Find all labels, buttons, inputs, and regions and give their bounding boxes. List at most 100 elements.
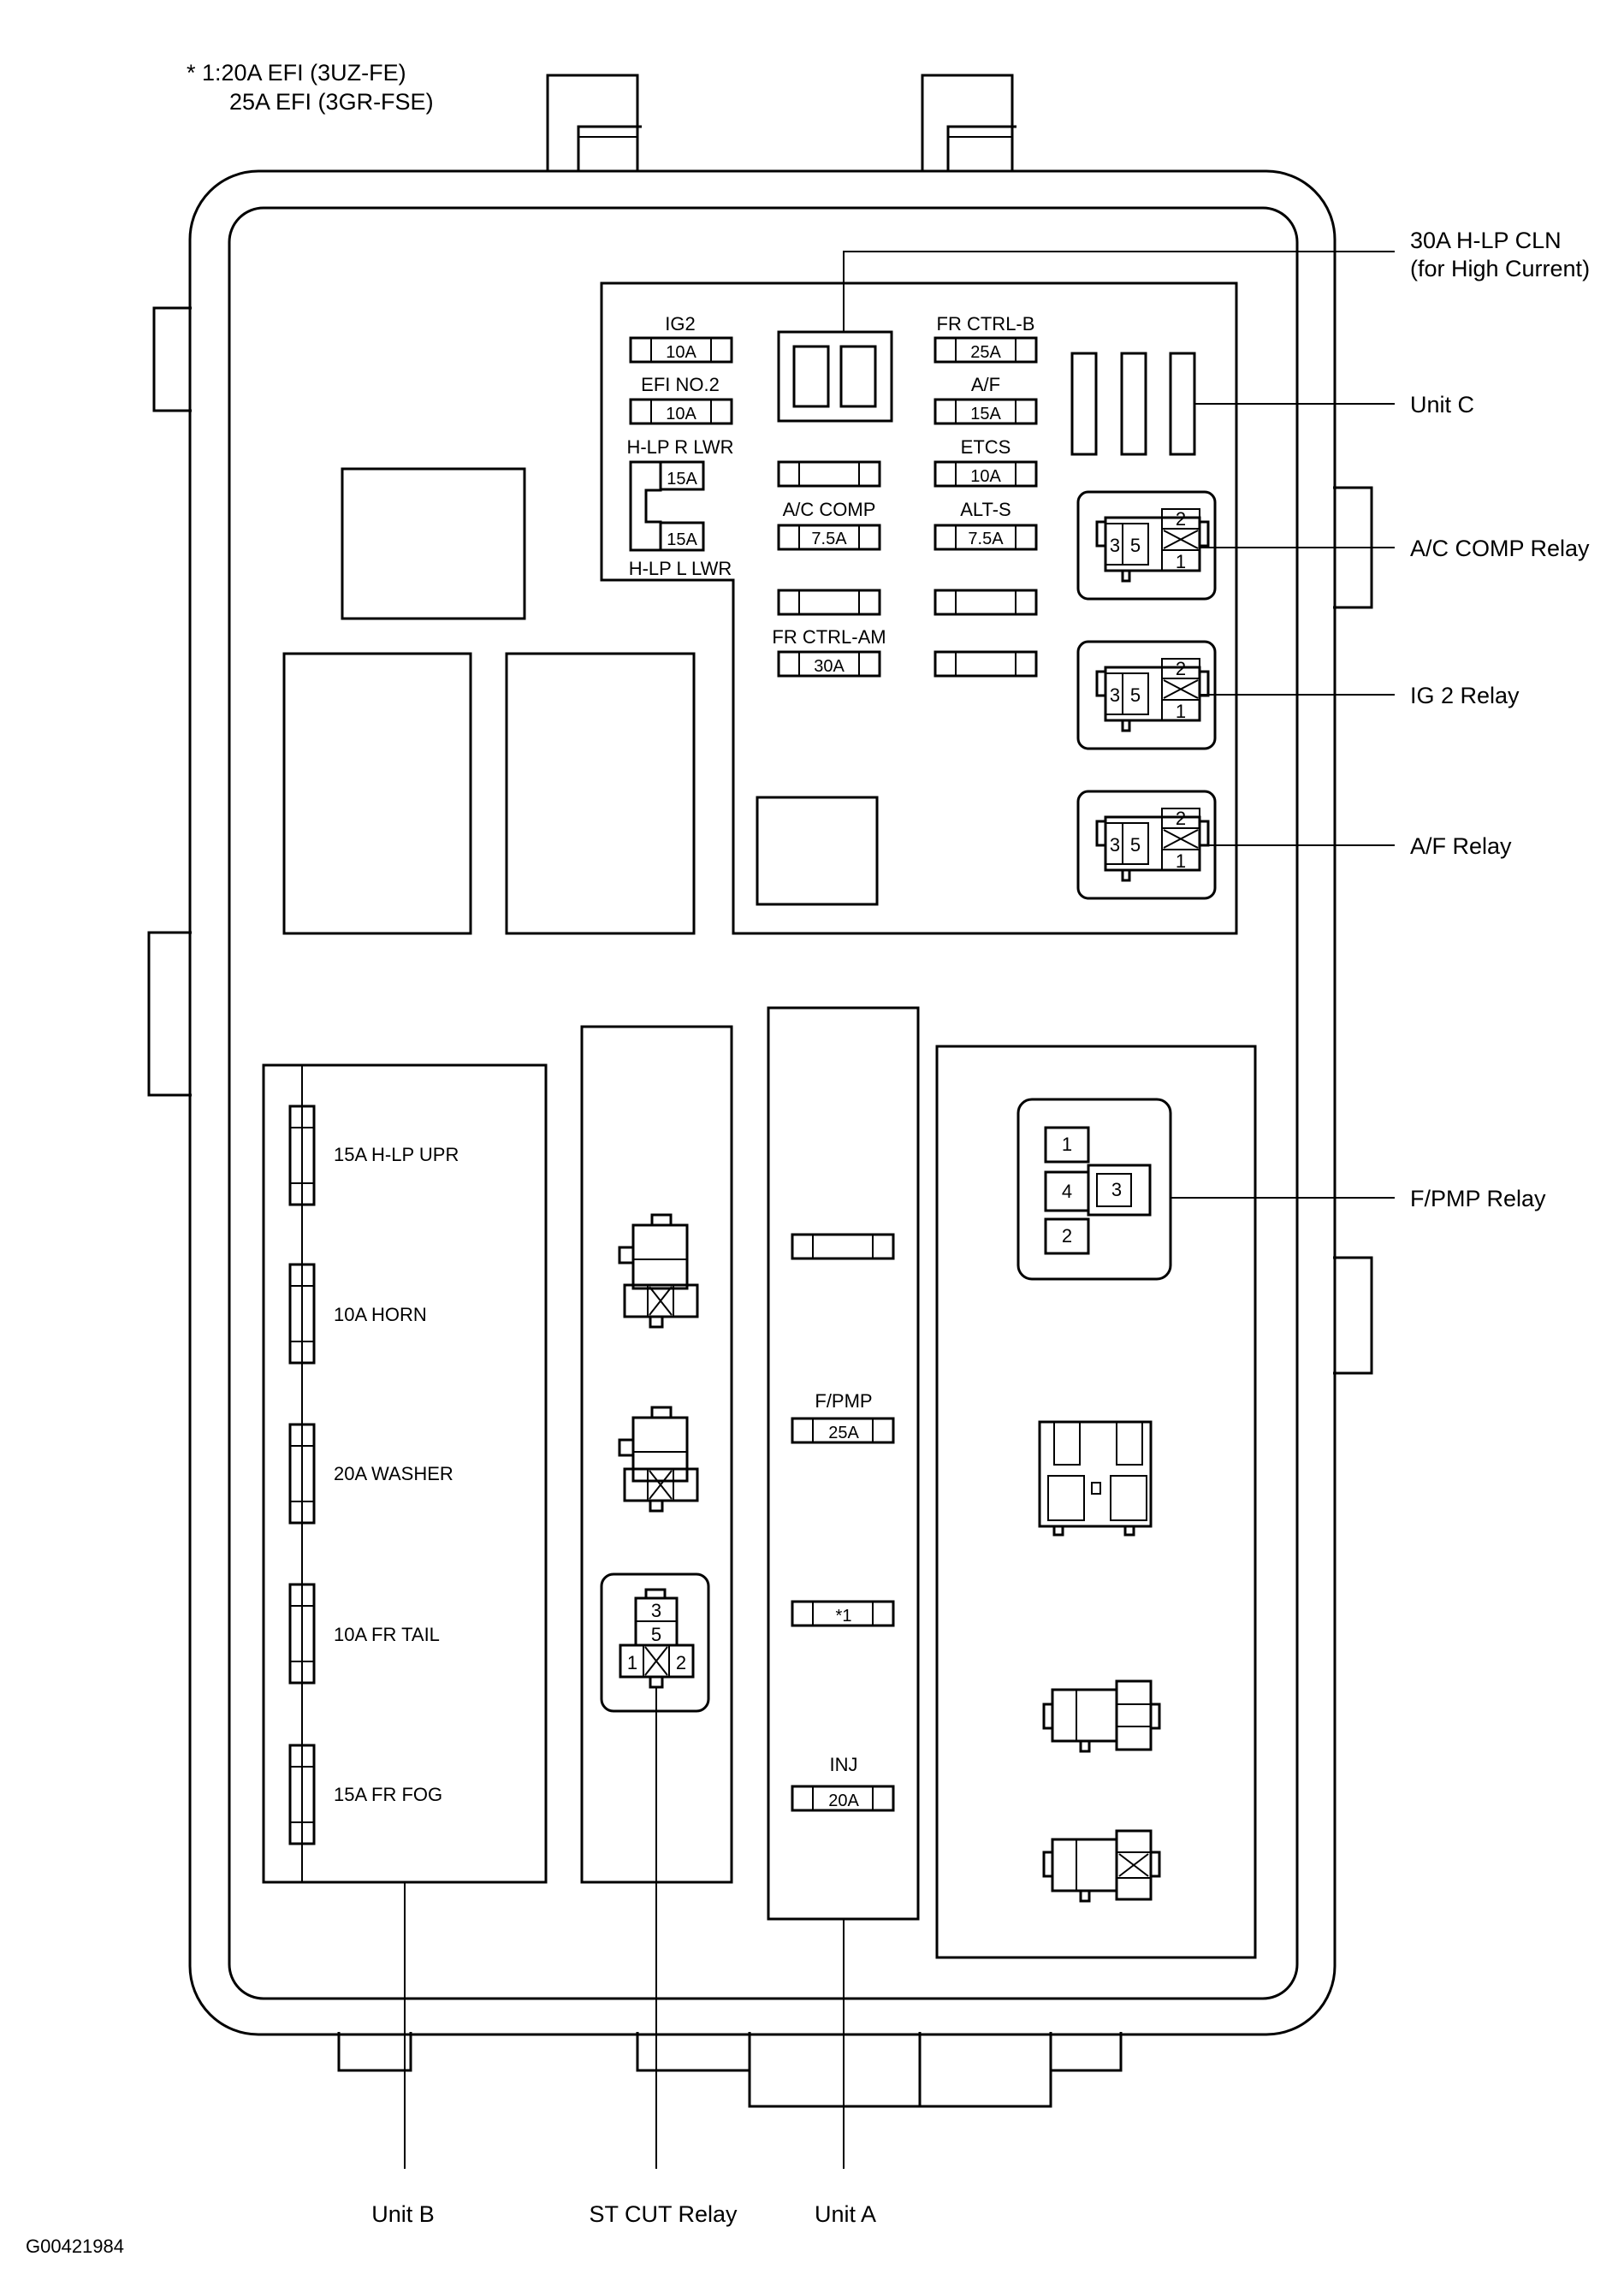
figure-id: G00421984: [26, 2236, 124, 2257]
unit-c-tall-fuses: [1070, 352, 1196, 456]
relay-st-cut: 3 5 1 2: [600, 1572, 710, 1713]
fuse-hlp-l-lwr-rating: 15A: [667, 530, 697, 549]
relay-ig2: 3 5 2 1: [1076, 640, 1217, 750]
housing-inner: [228, 206, 1299, 2000]
callout-ig2-relay: IG 2 Relay: [1410, 683, 1520, 708]
fuse-ig2: IG2 10A: [629, 313, 733, 364]
fuse-ac-comp-name: A/C COMP: [783, 499, 876, 520]
fuse-fr-ctrl-am: FR CTRL-AM 30A: [772, 626, 886, 678]
pin-label: 4: [1062, 1181, 1072, 1202]
note-line-2: 25A EFI (3GR-FSE): [229, 89, 434, 115]
pin-label: 2: [1176, 808, 1186, 829]
pin-label: 3: [1111, 1179, 1122, 1200]
fuse-ac-comp: A/C COMP 7.5A: [777, 499, 881, 551]
unit-a-fuse-efi: *1: [791, 1600, 895, 1627]
pin-label: 2: [1176, 508, 1186, 530]
blank-square-unit-c: [756, 796, 879, 906]
bottom-tab-center: [636, 2032, 1123, 2108]
blank-block-top: [341, 467, 526, 620]
relay-ac-comp: 3 5 2 1: [1076, 490, 1217, 601]
unit-c-panel: [600, 281, 1238, 935]
fuse-hlp-r-lwr-rating: 15A: [667, 470, 697, 489]
fuse-efi-no2: EFI NO.2 10A: [629, 374, 733, 425]
fuse-fr-ctrl-am-name: FR CTRL-AM: [772, 626, 886, 648]
left-tab-lower: [147, 931, 192, 1097]
fuse-efi-no2-rating: 10A: [666, 405, 696, 423]
fuse-efi-no2-name: EFI NO.2: [641, 374, 720, 395]
unit-a-fuse-inj: INJ 20A: [791, 1754, 895, 1812]
pin-label: 2: [1176, 658, 1186, 679]
fuse-fr-ctrl-b: FR CTRL-B 25A: [934, 313, 1038, 364]
fuse-blank-right-1: [934, 589, 1038, 616]
relay-socket-right-1: [1038, 1420, 1153, 1537]
callout-af-relay: A/F Relay: [1410, 833, 1512, 859]
pin-label: 3: [1110, 684, 1120, 706]
callout-fpmp-relay: F/PMP Relay: [1410, 1186, 1546, 1211]
left-tab-upper: [152, 306, 192, 412]
relay-socket-st-column-1: [618, 1213, 699, 1329]
pin-label: 1: [627, 1652, 637, 1673]
fuse-hlp-r-lwr-name: H-LP R LWR: [626, 436, 733, 458]
unit-a-fuse-inj-name: INJ: [830, 1754, 858, 1775]
fuse-fr-ctrl-b-rating: 25A: [970, 343, 1001, 362]
relay-socket-right-3: [1042, 1829, 1161, 1903]
blank-block-left: [282, 652, 472, 935]
fuse-blank-center-1: [777, 460, 881, 488]
callout-unit-a: Unit A: [815, 2201, 876, 2227]
top-tab-right: [921, 74, 1016, 171]
fuse-ig2-name: IG2: [665, 313, 695, 335]
unit-b-fuse-5: 15A FR FOG: [288, 1744, 442, 1845]
leader-hlp-cln: [843, 251, 1395, 332]
pin-label: 3: [651, 1600, 661, 1621]
pin-label: 5: [651, 1624, 661, 1645]
pin-label: 5: [1130, 535, 1141, 556]
fuse-blank-center-2: [777, 589, 881, 616]
blank-block-right: [505, 652, 696, 935]
unit-b-fuse-1-label: 15A H-LP UPR: [334, 1144, 459, 1165]
unit-b-fuse-1: 15A H-LP UPR: [288, 1105, 459, 1206]
callout-unit-c: Unit C: [1410, 392, 1474, 418]
callout-unit-b: Unit B: [371, 2201, 435, 2227]
fuse-etcs-name: ETCS: [961, 436, 1011, 458]
fuse-ig2-rating: 10A: [666, 343, 696, 362]
pin-label: 3: [1110, 834, 1120, 856]
relay-fpmp: 1 4 3 2: [1016, 1098, 1172, 1281]
pin-label: 5: [1130, 834, 1141, 856]
pin-label: 1: [1176, 850, 1186, 872]
pin-label: 1: [1176, 551, 1186, 572]
top-tab-left: [546, 74, 642, 171]
unit-a-fuse-efi-rating: *1: [836, 1607, 852, 1626]
fuse-etcs-rating: 10A: [970, 467, 1001, 486]
bottom-tab-center-divider: [748, 2032, 1052, 2106]
fuse-fr-ctrl-am-rating: 30A: [814, 657, 845, 676]
unit-b-fuse-4: 10A FR TAIL: [288, 1583, 440, 1685]
fuse-blank-right-2: [934, 650, 1038, 678]
callout-ac-comp-relay: A/C COMP Relay: [1410, 536, 1590, 561]
pin-label: 1: [1176, 701, 1186, 722]
fuse-af: A/F 15A: [934, 374, 1038, 425]
fuse-etcs: ETCS 10A: [934, 436, 1038, 488]
callout-hlp-cln-line1: 30A H-LP CLN: [1410, 228, 1562, 253]
unit-b-fuse-4-label: 10A FR TAIL: [334, 1624, 440, 1645]
bottom-tab-left: [337, 2032, 412, 2072]
relay-socket-st-column-2: [618, 1406, 699, 1513]
fuse-fr-ctrl-b-name: FR CTRL-B: [937, 313, 1035, 335]
pin-label: 3: [1110, 535, 1120, 556]
pin-label: 1: [1062, 1134, 1072, 1155]
unit-b-fuse-2: 10A HORN: [288, 1263, 427, 1365]
unit-a-fuse-blank: [791, 1233, 895, 1260]
unit-a-fuse-fpmp-rating: 25A: [828, 1424, 859, 1442]
unit-b-fuse-3: 20A WASHER: [288, 1423, 453, 1525]
fuse-af-name: A/F: [971, 374, 1000, 395]
note-line-1: * 1:20A EFI (3UZ-FE): [187, 60, 406, 86]
relay-af: 3 5 2 1: [1076, 790, 1217, 900]
right-tab-lower: [1333, 1256, 1373, 1375]
unit-a-fuse-fpmp-name: F/PMP: [815, 1390, 872, 1412]
pin-label: 2: [676, 1652, 686, 1673]
unit-a-fuse-fpmp: F/PMP 25A: [791, 1390, 895, 1444]
unit-b-fuse-5-label: 15A FR FOG: [334, 1784, 442, 1805]
callout-hlp-cln-line2: (for High Current): [1410, 256, 1590, 281]
pin-label: 5: [1130, 684, 1141, 706]
right-relay-panel: [935, 1045, 1257, 1959]
